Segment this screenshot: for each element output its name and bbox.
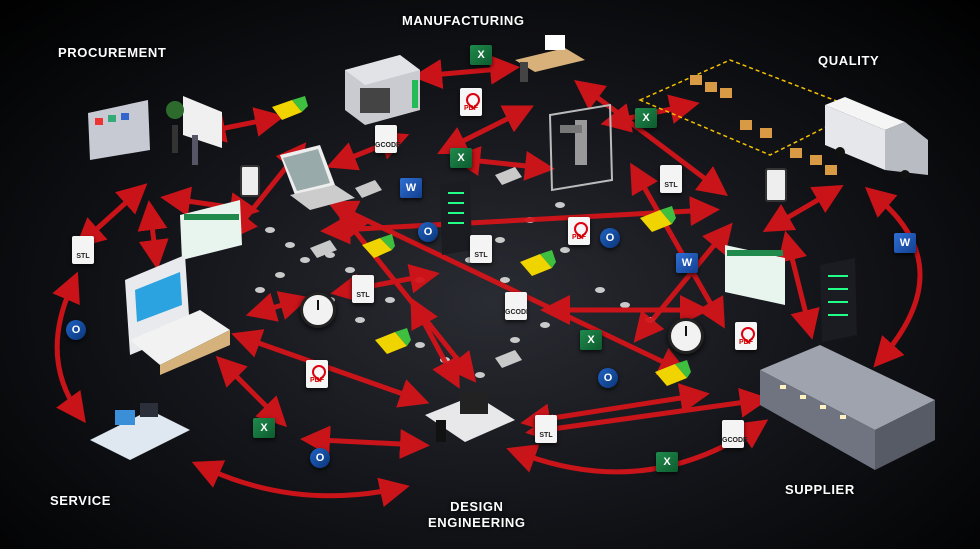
manufacturing-desk [515,35,585,82]
excel-icon: X [635,108,657,128]
excel-icon: X [656,452,678,472]
design-engineering-label: DESIGN ENGINEERING [428,499,526,531]
clock-icon [300,292,336,328]
phone-icon [765,168,787,202]
stl-file-icon: STL [352,275,374,303]
cad-laptop [280,145,355,210]
outlook-icon: O [598,368,618,388]
procurement-station [88,96,222,165]
server-rack-right [820,258,857,342]
supplier-label: SUPPLIER [785,482,855,497]
robot-cell [548,103,614,192]
word-icon: W [676,253,698,273]
phone-icon [240,165,260,197]
excel-icon: X [580,330,602,350]
cube-icon [272,96,691,386]
design-label-line2: ENGINEERING [428,515,526,530]
procurement-label: PROCUREMENT [58,45,167,60]
service-desk [90,403,190,460]
gcode-file-icon: GCODE [722,420,748,448]
supplier-factory [760,345,935,470]
excel-icon: X [450,148,472,168]
stl-file-icon: STL [470,235,492,263]
cnc-machine [345,55,420,125]
delivery-truck [825,97,928,180]
manufacturing-label: MANUFACTURING [402,13,525,28]
spreadsheet-screen-left [180,200,242,260]
pdf-file-icon: PDF [735,322,757,350]
stl-file-icon: STL [72,236,94,264]
excel-icon: X [253,418,275,438]
spreadsheet-screen-right [725,245,785,305]
clock-icon [668,318,704,354]
gcode-file-icon: GCODE [505,292,531,320]
gcode-file-icon: GCODE [375,125,401,153]
quality-area [638,59,862,175]
stl-file-icon: STL [660,165,682,193]
service-label: SERVICE [50,493,112,508]
outlook-icon: O [310,448,330,468]
outlook-icon: O [418,222,438,242]
outlook-icon: O [600,228,620,248]
quality-label: QUALITY [818,53,880,68]
server-rack [440,180,472,255]
word-icon: W [400,178,422,198]
stl-file-icon: STL [535,415,557,443]
service-kiosk [125,255,230,375]
design-desk [425,392,515,442]
pdf-file-icon: PDF [460,88,482,116]
pdf-file-icon: PDF [568,217,590,245]
word-icon: W [894,233,916,253]
pdf-file-icon: PDF [306,360,328,388]
usb-icon [310,167,522,368]
design-label-line1: DESIGN [450,499,504,514]
excel-icon: X [470,45,492,65]
outlook-icon: O [66,320,86,340]
